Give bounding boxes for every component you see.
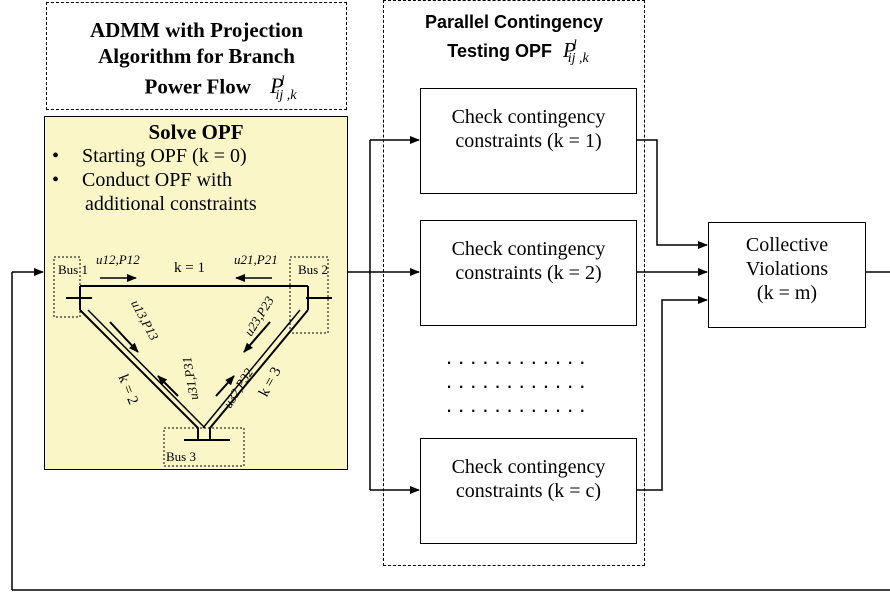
bullet-conduct-line2: additional constraints xyxy=(85,193,257,215)
ellipsis-row-3: ............ xyxy=(446,392,592,417)
flow-label-32: u32,P32 xyxy=(220,365,256,410)
line-k2-inner xyxy=(87,309,206,429)
collective-line2: Violations xyxy=(745,258,829,280)
ellipsis-row-2: ............ xyxy=(446,368,592,393)
admm-title-box: ADMM with Projection Algorithm for Branc… xyxy=(46,2,347,110)
parallel-line2-text: Testing OPF xyxy=(447,41,552,61)
check-box-k1: Check contingency constraints (k = 1) xyxy=(420,88,637,194)
parallel-testing-box xyxy=(383,0,645,566)
parallel-math: Plij ,k xyxy=(562,38,601,66)
bus2-box xyxy=(289,256,329,334)
admm-line1: ADMM with Projection xyxy=(89,18,304,42)
check-k2-line1: Check contingency xyxy=(451,238,606,260)
check-k2-line2: constraints (k = 2) xyxy=(455,262,602,284)
admm-line3-text: Power Flow xyxy=(144,74,251,99)
arrow-u23 xyxy=(243,321,271,353)
admm-math-sub: ij ,k xyxy=(275,87,297,103)
check-k1-line2: constraints (k = 1) xyxy=(455,130,602,152)
parallel-line2: Testing OPF Plij ,k xyxy=(383,34,645,71)
parallel-math-p: P xyxy=(562,38,576,62)
bullet-conduct-opf: • Conduct OPF with xyxy=(52,168,232,192)
arrow-u13 xyxy=(109,321,139,353)
solve-opf-box xyxy=(44,116,348,470)
bus3-label: Bus 3 xyxy=(166,449,196,464)
ellipsis-row-1: ............ xyxy=(446,344,592,369)
parallel-math-sup: l xyxy=(572,38,577,53)
line-k2 xyxy=(79,309,199,440)
solve-opf-title: Solve OPF xyxy=(148,120,244,144)
check1-out xyxy=(637,139,708,249)
check3-out xyxy=(637,296,708,491)
arrow-u32 xyxy=(215,375,235,397)
arrow-u31 xyxy=(157,375,179,397)
check-box-k2: Check contingency constraints (k = 2) xyxy=(420,220,637,326)
check-box-kc: Check contingency constraints (k = c) xyxy=(420,438,637,544)
bullet-dot-1: • xyxy=(52,145,60,167)
collective-line3: (k = m) xyxy=(756,282,818,304)
k2-label: k = 2 xyxy=(115,372,141,407)
flow-label-13: u13,P13 xyxy=(128,297,162,343)
admm-math-p: P xyxy=(270,73,284,99)
bullet-starting-opf: • Starting OPF (k = 0) xyxy=(52,144,247,168)
flow-label-21: u21,P21 xyxy=(234,252,278,267)
parallel-line1: Parallel Contingency xyxy=(424,12,604,32)
admm-math-sup: l xyxy=(280,74,285,89)
bus2-label: Bus 2 xyxy=(298,262,328,277)
admm-line2: Algorithm for Branch xyxy=(98,44,295,68)
check-k1-line1: Check contingency xyxy=(451,106,606,128)
parallel-title: Parallel Contingency Testing OPF Plij ,k xyxy=(383,10,645,71)
k3-label: k = 3 xyxy=(256,365,285,400)
collective-line1: Collective xyxy=(745,234,829,256)
check-kc-line1: Check contingency xyxy=(451,456,606,478)
flow-label-12: u12,P12 xyxy=(96,252,140,267)
flow-label-31: u31,P31 xyxy=(179,356,201,402)
collective-violations-box: Collective Violations (k = m) xyxy=(708,222,866,328)
bus1-label: Bus 1 xyxy=(58,262,88,277)
bullet-dot-2: • xyxy=(52,169,60,191)
flow-label-23: u23,P23 xyxy=(241,293,277,338)
admm-math: Plij ,k xyxy=(270,73,308,102)
admm-line3: Power Flow Plij ,k xyxy=(47,69,346,109)
bullet-starting-text: Starting OPF (k = 0) xyxy=(82,145,247,167)
k1-label: k = 1 xyxy=(174,260,205,276)
check-kc-line2: constraints (k = c) xyxy=(455,480,602,502)
line-k3-inner xyxy=(202,309,301,429)
bullet-conduct-text1: Conduct OPF with xyxy=(82,169,233,191)
parallel-math-sub: ij ,k xyxy=(567,51,589,67)
line-k3 xyxy=(209,309,309,440)
